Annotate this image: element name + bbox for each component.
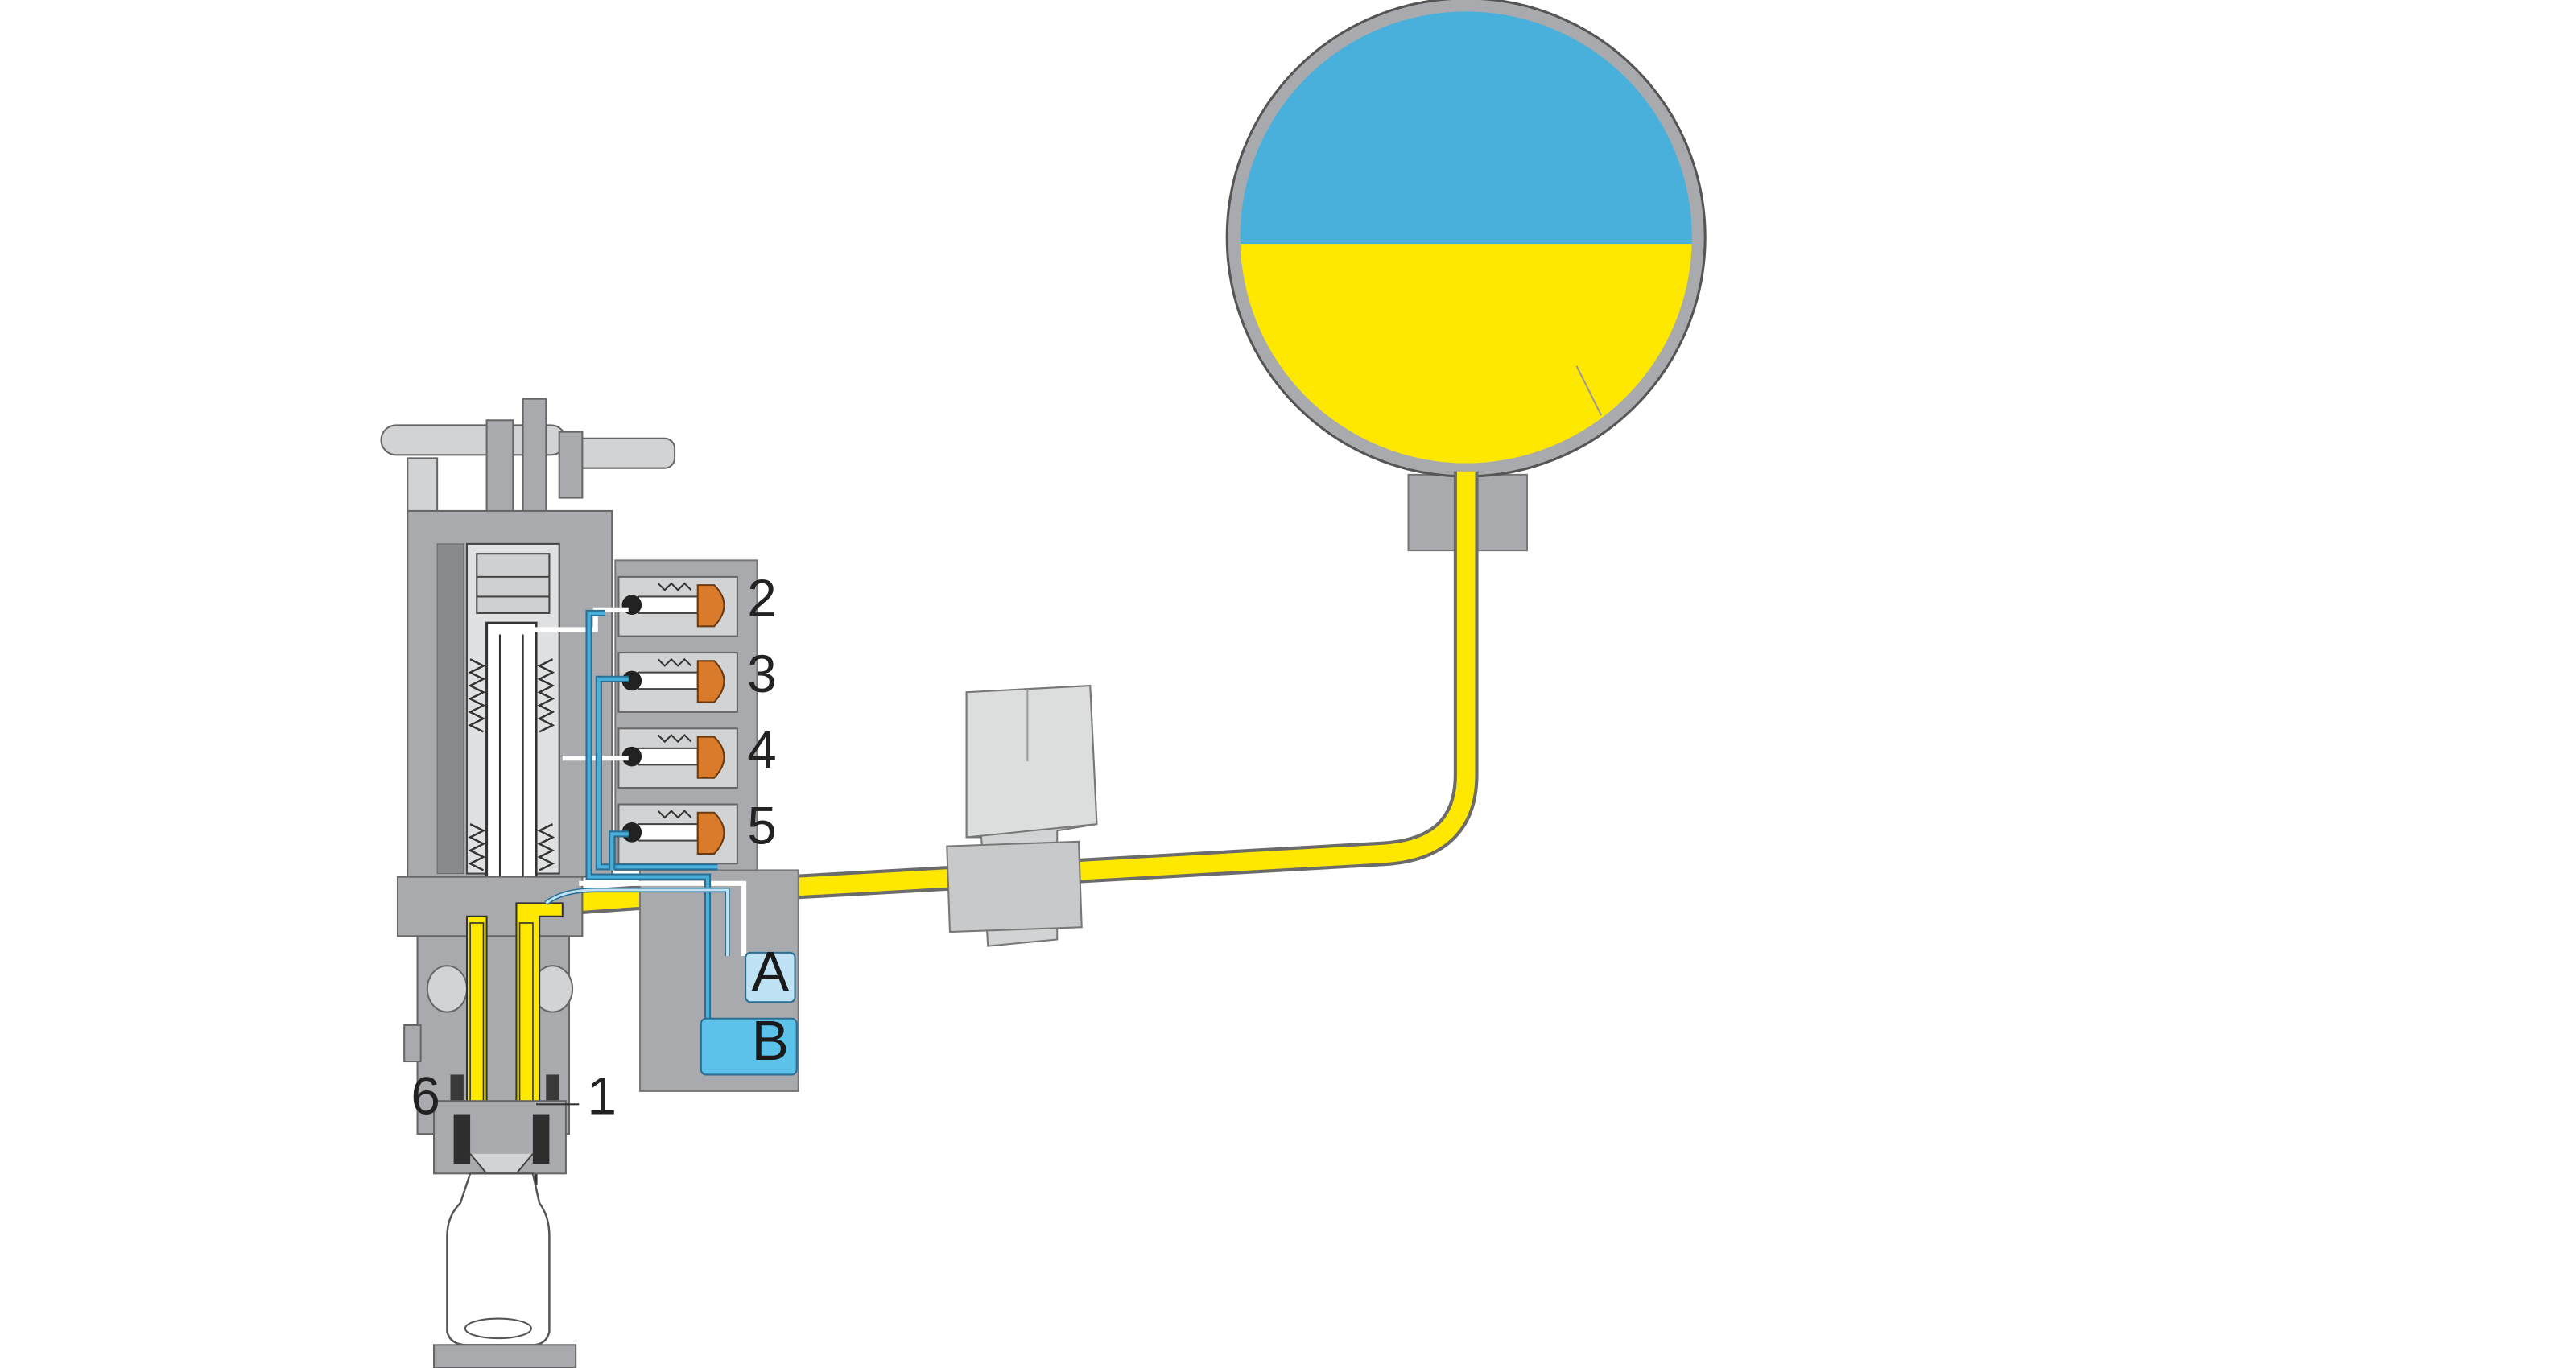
box-b-label: B <box>752 1009 789 1072</box>
gas-space <box>1240 11 1692 245</box>
callout-labels: 2 3 4 5 6 1 <box>411 569 776 1126</box>
label-6: 6 <box>411 1067 440 1126</box>
box-a <box>745 951 796 1003</box>
lower-spring <box>468 822 555 871</box>
label-4: 4 <box>747 720 776 779</box>
label-1: 1 <box>588 1067 617 1126</box>
gas-channels <box>529 607 747 1055</box>
gas-connections: A B <box>700 940 798 1076</box>
flow-meter <box>946 684 1098 947</box>
filling-valve <box>380 398 676 1368</box>
control-valves <box>617 575 738 865</box>
box-a-label: A <box>752 940 790 1003</box>
box-b <box>700 1017 798 1076</box>
control-valve-4 <box>617 727 738 789</box>
control-valve-2 <box>617 575 738 637</box>
lift-rod-right <box>485 419 514 521</box>
label-2: 2 <box>747 569 776 628</box>
gas-inlet-stub <box>558 431 584 499</box>
tank-probe <box>1575 365 1603 416</box>
bottle-plate <box>433 1344 577 1368</box>
upper-housing-step <box>436 543 464 875</box>
product-pipe <box>512 471 1479 919</box>
control-valve-5 <box>617 803 738 865</box>
lower-side-lug-left <box>403 1024 422 1063</box>
label-5: 5 <box>747 797 776 855</box>
label-3: 3 <box>747 645 776 703</box>
control-valve-3 <box>617 652 738 713</box>
product-level <box>1240 244 1692 464</box>
flow-meter-clamp <box>946 840 1083 933</box>
piston-head <box>476 553 551 614</box>
product-tank <box>1225 0 1707 552</box>
side-port-left <box>426 965 469 1013</box>
upper-spring <box>468 658 555 733</box>
